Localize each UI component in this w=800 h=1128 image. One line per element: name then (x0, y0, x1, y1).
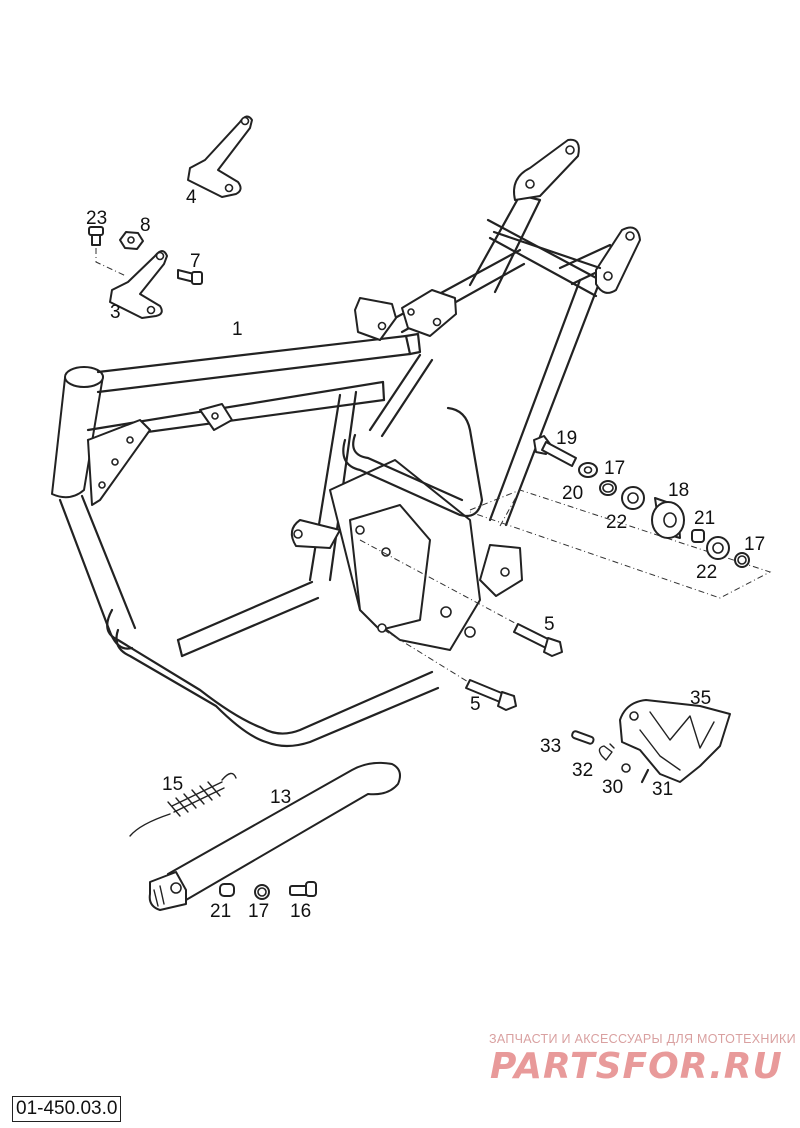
callout-18: 18 (668, 480, 689, 501)
callout-17: 17 (248, 901, 269, 922)
part-31-cotter (640, 768, 650, 784)
part-16-bolt (289, 881, 317, 897)
part-19-bolt (533, 435, 577, 467)
diagram-code-label: 01-450.03.0 (12, 1096, 122, 1122)
part-15-spring (129, 772, 237, 837)
part-17-ring-b (734, 552, 750, 568)
part-20-washer (578, 462, 598, 478)
callout-15: 15 (162, 774, 183, 795)
part-17-ring-c (254, 884, 270, 900)
callout-4: 4 (186, 187, 197, 208)
callout-17: 17 (604, 458, 625, 479)
watermark-tagline: ЗАПЧАСТИ И АКСЕССУАРЫ ДЛЯ МОТОТЕХНИКИ (489, 1032, 796, 1046)
part-30-washer (621, 763, 631, 773)
callout-16: 16 (290, 901, 311, 922)
callout-22: 22 (606, 512, 627, 533)
part-23-bolt (88, 226, 104, 246)
part-18-bushing (651, 497, 685, 539)
callout-5: 5 (470, 694, 481, 715)
part-7-bolt (177, 269, 203, 285)
callout-21: 21 (210, 901, 231, 922)
part-5-bolt-lower (465, 679, 517, 711)
callout-19: 19 (556, 428, 577, 449)
part-22-bearing-a (621, 486, 645, 510)
part-8-nut (119, 231, 144, 250)
callout-13: 13 (270, 787, 291, 808)
callout-7: 7 (190, 251, 201, 272)
callout-1: 1 (232, 319, 243, 340)
part-5-bolt-upper (513, 623, 563, 657)
part-4-bracket (187, 115, 253, 198)
part-17-ring (599, 480, 617, 496)
part-1-frame (51, 138, 641, 748)
part-35-footpeg (619, 699, 731, 783)
callout-8: 8 (140, 215, 151, 236)
part-22-bearing-b (706, 536, 730, 560)
callout-35: 35 (690, 688, 711, 709)
part-21-sleeve-a (691, 529, 705, 543)
callout-5: 5 (544, 614, 555, 635)
part-33-pin (571, 730, 595, 745)
callout-21: 21 (694, 508, 715, 529)
callout-23: 23 (86, 208, 107, 229)
part-3-bracket (109, 250, 168, 319)
callout-17: 17 (744, 534, 765, 555)
watermark-logo: PARTSFOR.RU (490, 1046, 783, 1087)
callout-32: 32 (572, 760, 593, 781)
part-32-spring (598, 743, 615, 761)
callout-33: 33 (540, 736, 561, 757)
part-21-sleeve-b (219, 883, 235, 897)
callout-3: 3 (110, 302, 121, 323)
callout-31: 31 (652, 779, 673, 800)
part-13-side-stand (148, 761, 401, 911)
callout-20: 20 (562, 483, 583, 504)
callout-30: 30 (602, 777, 623, 798)
callout-22: 22 (696, 562, 717, 583)
